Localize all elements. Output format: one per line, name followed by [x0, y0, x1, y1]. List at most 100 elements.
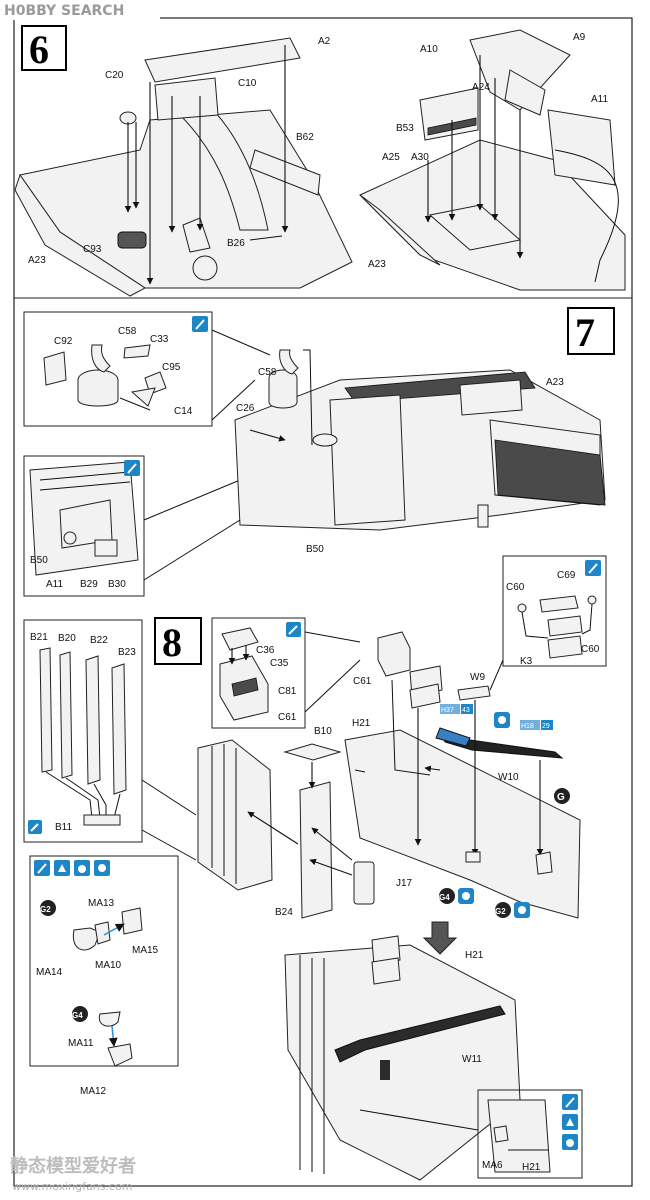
- label-b26: B26: [227, 238, 245, 249]
- step-8-number: 8: [162, 620, 182, 665]
- g4-tag-label: G4: [439, 893, 450, 902]
- detail-box-plates-drawing: [39, 647, 127, 826]
- detail-box-b50-drawing: [29, 461, 139, 576]
- g2-sub-label: G2: [40, 905, 51, 914]
- label-ma6: MA6: [482, 1160, 503, 1171]
- label-a24: A24: [472, 82, 490, 93]
- color-ref-box: [440, 704, 460, 714]
- label-a23-step7: A23: [546, 377, 564, 388]
- label-a23-right: A23: [368, 259, 386, 270]
- color-ref-h37: H37: [441, 707, 454, 714]
- label-b62: B62: [296, 132, 314, 143]
- step-7-number: 7: [575, 310, 595, 355]
- sub-assembly-g2-drawing: [72, 907, 143, 951]
- label-c35: C35: [270, 658, 289, 669]
- step-8-main-drawing: [197, 631, 581, 919]
- color-ref-box: [520, 720, 540, 730]
- step-6-badge: [21, 25, 67, 71]
- label-a10: A10: [420, 44, 438, 55]
- sub-assembly-g-circle: [554, 788, 570, 804]
- label-ma13: MA13: [88, 898, 115, 909]
- step-6: 6 A2 C20 C10 B62 C93 B26 A23: [14, 25, 626, 297]
- label-a9: A9: [573, 32, 586, 43]
- label-w10: W10: [498, 772, 519, 783]
- watermark-bottom-cn: 静态模型爱好者: [10, 1155, 136, 1177]
- label-j17: J17: [396, 878, 413, 889]
- color-ref-29: 29: [542, 723, 550, 730]
- label-b24: B24: [275, 907, 293, 918]
- g4-tag-circle: [439, 888, 455, 904]
- label-w9: W9: [470, 672, 485, 683]
- detail-box-sub-assemblies: [29, 855, 179, 1067]
- watermark-bottom: 静态模型爱好者 www.moxingfans.com: [10, 1155, 136, 1193]
- label-ma14: MA14: [36, 967, 63, 978]
- step-7-main-drawing: [234, 349, 606, 531]
- label-b29: B29: [80, 579, 98, 590]
- color-ref-box: [541, 720, 553, 730]
- g2-tag-circle: [495, 902, 511, 918]
- label-c26: C26: [236, 403, 255, 414]
- sub-assembly-g-label: G: [557, 792, 565, 803]
- label-b22: B22: [90, 635, 108, 646]
- label-h21-detail: H21: [522, 1162, 541, 1173]
- sub-assembly-g4-drawing: [98, 1011, 133, 1067]
- label-c61-main: C61: [353, 676, 372, 687]
- step-6-right-drawing: [359, 29, 626, 291]
- label-h21-main: H21: [352, 718, 371, 729]
- detail-box-b50: [23, 455, 145, 597]
- label-h21-result: H21: [465, 950, 484, 961]
- step-7-badge: [567, 307, 615, 355]
- watermark-top-text: H0BBY SEARCH: [4, 3, 124, 19]
- label-k3: K3: [520, 656, 533, 667]
- watermark-bottom-url: www.moxingfans.com: [12, 1180, 132, 1193]
- detail-box-k3: [502, 555, 607, 667]
- step-8: 8 B21 B20 B22 B23 B11: [23, 555, 607, 1181]
- label-c10: C10: [238, 78, 257, 89]
- color-ref-43: 43: [462, 707, 470, 714]
- label-ma11: MA11: [68, 1038, 94, 1049]
- label-b50-main: B50: [306, 544, 324, 555]
- detail-box-k3-drawing: [517, 595, 597, 659]
- page-frame: [13, 17, 633, 1187]
- label-w11: W11: [462, 1054, 482, 1065]
- watermark-top: H0BBY SEARCH: [0, 0, 160, 20]
- detail-box-exhaust: [23, 311, 213, 427]
- g4-sub-label: G4: [72, 1011, 83, 1020]
- label-c61-detail: C61: [278, 712, 297, 723]
- label-c81: C81: [278, 686, 297, 697]
- step-8-result-drawing: [284, 935, 521, 1181]
- label-b53: B53: [396, 123, 414, 134]
- assembly-flow-arrow-icon: [422, 921, 458, 955]
- label-b10: B10: [314, 726, 332, 737]
- detail-box-plates: [23, 619, 143, 843]
- label-b21: B21: [30, 632, 48, 643]
- detail-box-c61: [211, 617, 306, 729]
- label-a11: A11: [591, 94, 608, 105]
- step-7: 7 C92 C58 C33 C95 C14: [23, 307, 615, 597]
- label-c58-detail: C58: [118, 326, 137, 337]
- label-a11-detail: A11: [46, 579, 63, 590]
- label-c92: C92: [54, 336, 73, 347]
- detail-box-ma6-drawing: [487, 1099, 551, 1173]
- label-ma15: MA15: [132, 945, 159, 956]
- label-ma12: MA12: [80, 1086, 107, 1097]
- label-c93: C93: [83, 244, 102, 255]
- step-8-badge: [154, 617, 202, 665]
- label-b11: B11: [55, 822, 72, 833]
- step-6-number: 6: [29, 27, 49, 72]
- label-c69: C69: [557, 570, 576, 581]
- label-a23-left: A23: [28, 255, 46, 266]
- label-b23: B23: [118, 647, 136, 658]
- label-c36: C36: [256, 645, 275, 656]
- label-a30: A30: [411, 152, 429, 163]
- label-c95: C95: [162, 362, 181, 373]
- color-ref-h18: H18: [521, 723, 534, 730]
- detail-box-exhaust-drawing: [43, 344, 167, 411]
- label-b30: B30: [108, 579, 126, 590]
- g2-sub-circle: [40, 900, 56, 916]
- label-c58-main: C58: [258, 367, 277, 378]
- g2-tag-label: G2: [495, 907, 506, 916]
- label-a25: A25: [382, 152, 400, 163]
- label-b20: B20: [58, 633, 76, 644]
